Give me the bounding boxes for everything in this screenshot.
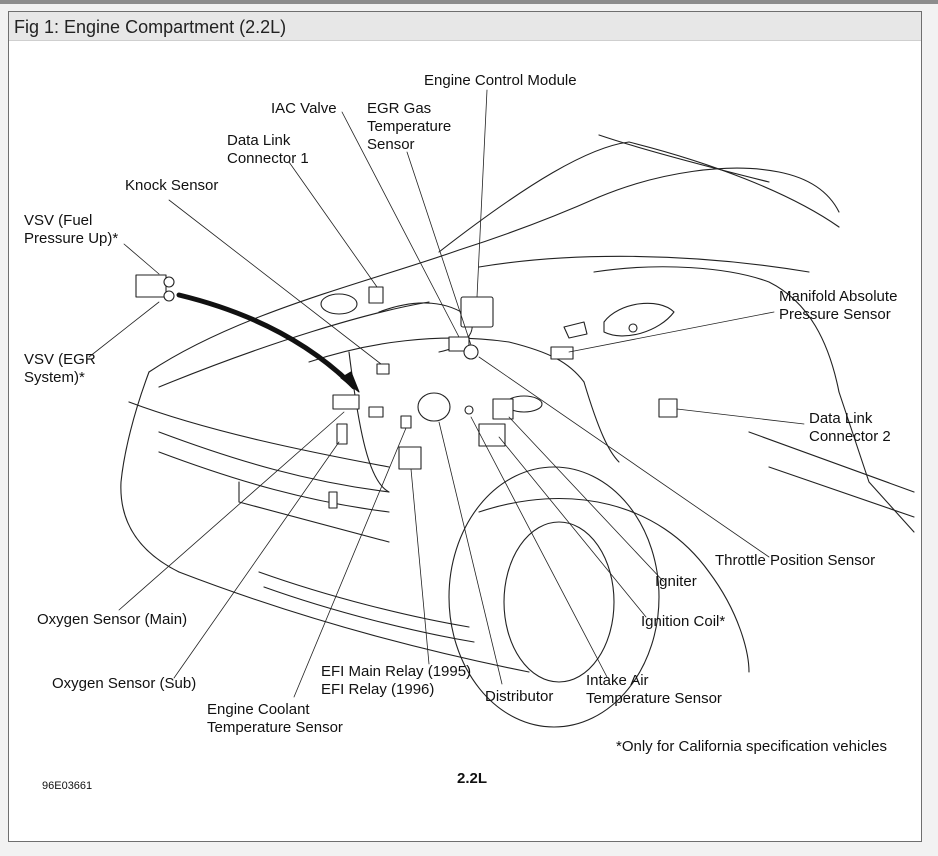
- label-vsv-egr-system: VSV (EGR System)*: [24, 351, 96, 386]
- figure-frame: Fig 1: Engine Compartment (2.2L): [8, 11, 922, 842]
- model-label: 2.2L: [457, 770, 488, 787]
- label-efi-relay: EFI Main Relay (1995) EFI Relay (1996): [321, 663, 472, 698]
- car-body-outline: [120, 134, 915, 728]
- label-igniter: Igniter: [655, 573, 697, 590]
- image-code: 96E03661: [42, 780, 93, 792]
- leader-lines: [88, 89, 805, 698]
- label-data-link-connector-1: Data Link Connector 1: [227, 132, 309, 167]
- label-data-link-connector-2: Data Link Connector 2: [809, 410, 891, 445]
- label-manifold-absolute-pressure-sensor: Manifold Absolute Pressure Sensor: [779, 288, 898, 323]
- label-ignition-coil: Ignition Coil*: [641, 613, 726, 630]
- label-intake-air-temperature-sensor: Intake Air Temperature Sensor: [586, 672, 722, 707]
- label-engine-coolant-temperature-sensor: Engine Coolant Temperature Sensor: [207, 701, 343, 736]
- label-oxygen-sensor-main: Oxygen Sensor (Main): [37, 611, 188, 628]
- label-knock-sensor: Knock Sensor: [125, 177, 219, 194]
- figure-caption: Fig 1: Engine Compartment (2.2L): [14, 17, 287, 37]
- label-iac-valve: IAC Valve: [271, 100, 337, 117]
- label-vsv-fuel-pressure-up: VSV (Fuel Pressure Up)*: [24, 212, 119, 247]
- footnote: *Only for California specification vehic…: [616, 738, 887, 755]
- big-arrow: [176, 292, 357, 390]
- label-engine-control-module: Engine Control Module: [424, 72, 577, 89]
- label-throttle-position-sensor: Throttle Position Sensor: [715, 552, 876, 569]
- engine-compartment-drawing: [88, 89, 915, 728]
- figure-caption-bar: Fig 1: Engine Compartment (2.2L): [9, 12, 921, 41]
- component-shapes: [135, 274, 678, 509]
- label-oxygen-sensor-sub: Oxygen Sensor (Sub): [52, 675, 197, 692]
- label-distributor: Distributor: [485, 688, 554, 705]
- top-border: [0, 0, 938, 4]
- label-egr-gas-temperature-sensor: EGR Gas Temperature Sensor: [367, 100, 452, 153]
